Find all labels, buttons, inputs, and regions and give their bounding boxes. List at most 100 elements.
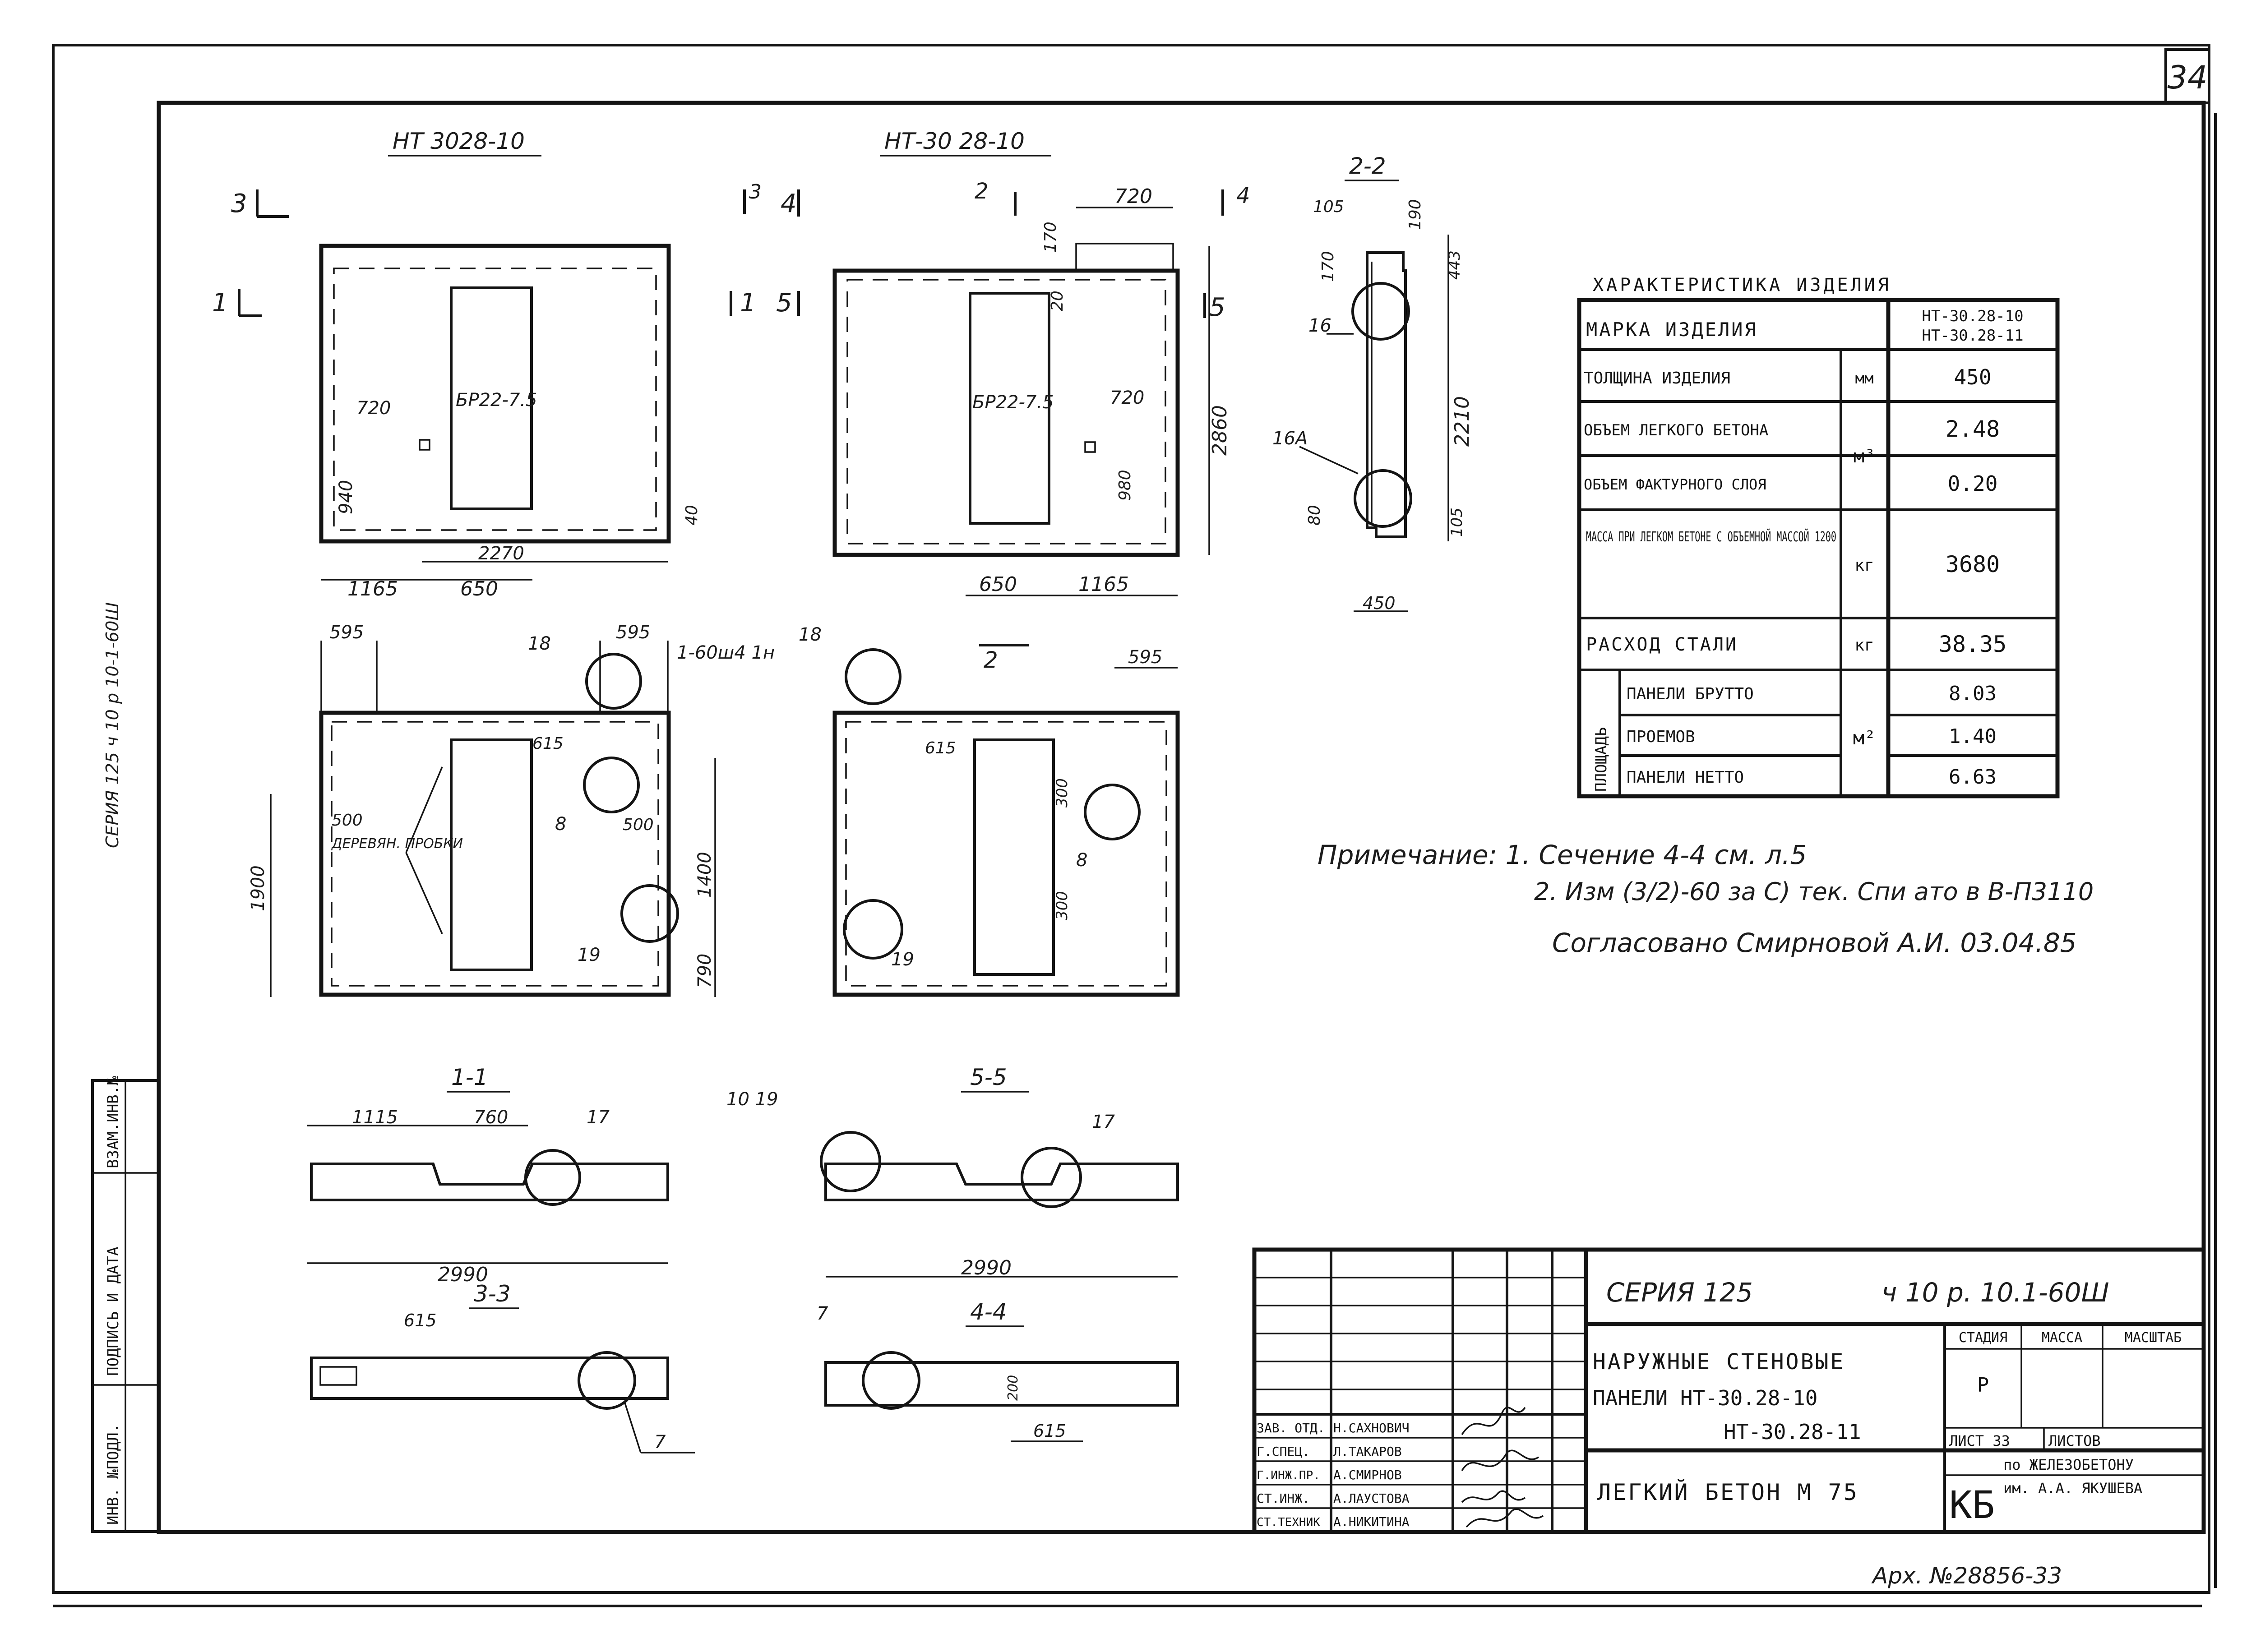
dim-500-a: 500	[332, 811, 363, 830]
notes: Примечание: 1. Сечение 4-4 см. л.5 2. Из…	[1318, 840, 2094, 958]
area-gross-value: 8.03	[1949, 682, 1997, 705]
callout-18-a: 18	[528, 633, 551, 654]
row-thickness-unit: мм	[1855, 369, 1874, 388]
dim-720: 720	[356, 398, 391, 419]
dim-2990-b: 2990	[961, 1256, 1012, 1279]
callout-18-b: 18	[799, 624, 822, 645]
dim-595-c: 595	[1128, 647, 1162, 668]
dim-615-d: 615	[1033, 1421, 1066, 1441]
staff-role-5: СТ.ТЕХНИК	[1257, 1516, 1320, 1529]
row-light-concrete-value: 2.48	[1946, 416, 2000, 442]
callout-19-b: 19	[891, 949, 914, 970]
row-light-concrete-unit: м³	[1854, 446, 1875, 467]
dim-615-b: 615	[925, 739, 956, 757]
callout-7-a: 7	[654, 1432, 666, 1453]
ref-1-60sh: 1-60ш4 1н	[677, 642, 775, 663]
dim-20: 20	[1048, 291, 1067, 311]
dim-720-inner: 720	[1110, 388, 1144, 408]
staff-name-5: А.НИКИТИНА	[1333, 1514, 1410, 1529]
section-mark-5-left: 5	[776, 288, 792, 318]
section-mark-4-left: 4	[781, 189, 797, 218]
callout-8-a: 8	[555, 814, 566, 835]
page-number: 34	[2167, 59, 2207, 96]
product-name-2: ПАНЕЛИ НТ-30.28-10	[1593, 1386, 1818, 1410]
view-1-elevation: НТ 3028-10 3 1 БР22-7.5 720 940 40 1165 …	[212, 128, 701, 600]
signature-1	[1461, 1407, 1526, 1435]
material-label: ЛЕГКИЙ БЕТОН М 75	[1597, 1479, 1859, 1505]
dim-300-b: 300	[1053, 891, 1071, 920]
section-mark-2-top: 2	[975, 179, 989, 204]
staff-role-3: Г.ИНЖ.ПР.	[1257, 1469, 1320, 1482]
area-net-label: ПАНЕЛИ НЕТТО	[1627, 768, 1744, 787]
section-mark-4-right: 4	[1236, 183, 1250, 208]
mark-label: МАРКА ИЗДЕЛИЯ	[1586, 318, 1758, 341]
area-openings-label: ПРОЕМОВ	[1627, 728, 1695, 746]
strip-inv-podl: ИНВ. №ПОДЛ.	[104, 1423, 122, 1525]
view-4-embedded: 1-60ш4 1н 18 2 595 615 300 300 8 19	[677, 624, 1180, 997]
area-openings-value: 1.40	[1949, 725, 1997, 748]
dim-450: 450	[1363, 593, 1396, 613]
dim-200: 200	[1005, 1375, 1021, 1401]
sheets-count: ЛИСТОВ	[2048, 1432, 2101, 1449]
area-unit: м²	[1853, 727, 1876, 749]
opening-label: БР22-7.5	[456, 390, 537, 411]
series-label: СЕРИЯ 125	[1606, 1277, 1753, 1308]
note-line-3: Согласовано Смирновой А.И. 03.04.85	[1552, 928, 2077, 958]
panel-outline-2	[832, 268, 1180, 557]
section-3-3-title: 3-3	[474, 1281, 511, 1307]
callout-8-b: 8	[1076, 850, 1087, 871]
staff-name-3: А.СМИРНОВ	[1333, 1467, 1402, 1482]
view-2-elevation: НТ-30 28-10 3 4 2 4 1 5 5 БР22-7.5 720 1…	[730, 128, 1250, 596]
dim-80: 80	[1305, 505, 1324, 526]
section-1-1-title: 1-1	[451, 1064, 488, 1090]
outer-border	[52, 44, 2210, 1594]
left-strip: ИНВ. №ПОДЛ. ПОДПИСЬ И ДАТА ВЗАМ.ИНВ.№	[91, 1076, 160, 1533]
wooden-plugs-label: ДЕРЕВЯН. ПРОБКИ	[331, 836, 463, 852]
row-texture-layer-value: 0.20	[1948, 471, 1998, 496]
dim-105-bottom: 105	[1448, 508, 1466, 537]
sheet-number: ЛИСТ 33	[1949, 1432, 2010, 1449]
area-net-value: 6.63	[1949, 766, 1997, 789]
section-mark-5-right: 5	[1209, 293, 1225, 322]
page-number-box	[2164, 48, 2210, 104]
row-texture-layer-label: ОБЪЕМ ФАКТУРНОГО СЛОЯ	[1584, 476, 1766, 493]
callout-7-b: 7	[817, 1303, 828, 1324]
signature-4	[1465, 1508, 1544, 1528]
staff-name-1: Н.САХНОВИЧ	[1333, 1421, 1410, 1435]
view-3-embedded: 595 595 615 500 500 ДЕРЕВЯН. ПРОБКИ 1900…	[248, 622, 716, 997]
row-light-concrete-label: ОБЪЕМ ЛЕГКОГО БЕТОНА	[1584, 421, 1768, 439]
section-mark-3-right: 3	[749, 180, 762, 203]
dim-760: 760	[474, 1107, 508, 1128]
dim-105-top: 105	[1313, 198, 1344, 216]
dim-1400: 1400	[694, 852, 715, 898]
section-4-4: 4-4 7 200 615	[817, 1299, 1179, 1442]
opening-label-2: БР22-7.5	[972, 392, 1054, 413]
inner-frame	[157, 101, 2206, 1534]
stage-value: Р	[1977, 1374, 1989, 1397]
note-line-2: 2. Изм (3/2)-60 за С) тек. Спи ато в В-П…	[1534, 877, 2094, 906]
window-opening-2	[969, 292, 1050, 525]
dim-1165-2: 1165	[1078, 573, 1129, 596]
dim-720-top: 720	[1114, 185, 1152, 208]
row-thickness-value: 450	[1954, 365, 1991, 389]
callout-19-a: 19	[578, 945, 601, 965]
panel-outline	[319, 244, 671, 544]
row-thickness-label: ТОЛЩИНА ИЗДЕЛИЯ	[1584, 369, 1730, 388]
product-name-1: НАРУЖНЫЕ СТЕНОВЫЕ	[1593, 1349, 1845, 1375]
dim-2270: 2270	[478, 543, 524, 564]
dim-1115: 1115	[352, 1107, 398, 1128]
title-block: ЗАВ. ОТД. Н.САХНОВИЧ Г.СПЕЦ. Л.ТАКАРОВ Г…	[1252, 1247, 2206, 1534]
series-code: ч 10 р. 10.1-60Ш	[1882, 1277, 2109, 1308]
org-name-2: им. А.А. ЯКУШЕВА	[2003, 1480, 2142, 1497]
callout-10-19: 10 19	[726, 1089, 778, 1110]
side-series-stamp: СЕРИЯ 125 ч 10 р 10-1-60Ш	[102, 602, 122, 848]
row-steel-value: 38.35	[1939, 631, 2007, 657]
dim-170-2-2: 170	[1319, 251, 1337, 282]
strip-vzam-inv: ВЗАМ.ИНВ.№	[104, 1076, 122, 1168]
callout-17-b: 17	[1092, 1112, 1115, 1132]
dim-940: 940	[336, 480, 356, 514]
dim-790: 790	[694, 954, 715, 988]
archive-number: Арх. №28856-33	[1871, 1563, 2062, 1589]
staff-name-4: А.ЛАУСТОВА	[1333, 1491, 1410, 1506]
